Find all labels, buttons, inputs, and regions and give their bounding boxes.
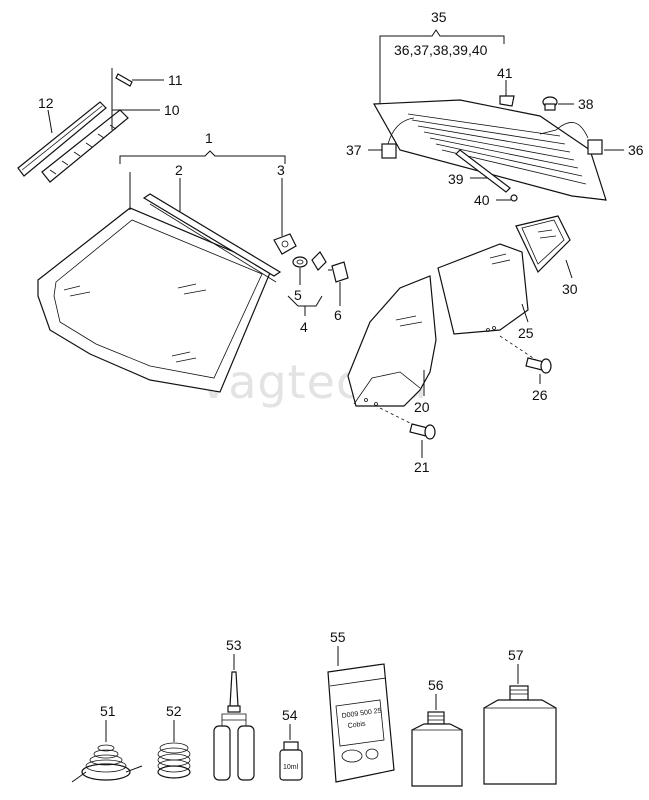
coil-52 bbox=[157, 742, 191, 779]
label-1: 1 bbox=[205, 130, 213, 146]
label-52: 52 bbox=[166, 703, 182, 719]
sensor-piece bbox=[311, 251, 327, 271]
label-57: 57 bbox=[508, 647, 524, 663]
label-53: 53 bbox=[226, 637, 242, 653]
label-4: 4 bbox=[300, 319, 308, 335]
clip-41 bbox=[499, 95, 515, 107]
cartridge-53 bbox=[213, 671, 255, 781]
bag-55: D009 500 25 Cobis bbox=[327, 663, 395, 783]
label-38: 38 bbox=[578, 96, 594, 112]
clip-3 bbox=[273, 233, 297, 255]
connector-37 bbox=[381, 117, 415, 159]
sealing-cord-51 bbox=[71, 744, 143, 783]
label-55: 55 bbox=[330, 629, 346, 645]
label-6: 6 bbox=[334, 307, 342, 323]
canister-56 bbox=[411, 711, 463, 787]
label-40: 40 bbox=[474, 192, 490, 208]
label-51: 51 bbox=[100, 703, 116, 719]
label-2: 2 bbox=[175, 162, 183, 178]
rear-window bbox=[372, 99, 607, 201]
channel-10 bbox=[41, 109, 129, 183]
label-11: 11 bbox=[168, 72, 183, 88]
connector-6 bbox=[328, 261, 349, 283]
ring-5 bbox=[292, 256, 308, 268]
windshield bbox=[37, 207, 273, 393]
label-21: 21 bbox=[414, 459, 430, 475]
seal-strip-2 bbox=[142, 193, 282, 283]
label-37: 37 bbox=[346, 142, 362, 158]
label-39: 39 bbox=[448, 171, 464, 187]
trim-strip-12 bbox=[17, 101, 107, 177]
label-35-subparts: 36,37,38,39,40 bbox=[394, 42, 488, 58]
label-30: 30 bbox=[562, 281, 578, 297]
label-54: 54 bbox=[282, 707, 298, 723]
label-3: 3 bbox=[277, 162, 285, 178]
label-26: 26 bbox=[532, 387, 548, 403]
door-window-25 bbox=[437, 243, 529, 335]
grommet-38 bbox=[542, 96, 558, 111]
label-36: 36 bbox=[628, 142, 644, 158]
connector-36 bbox=[539, 122, 603, 155]
label-12: 12 bbox=[38, 95, 54, 111]
label-25: 25 bbox=[518, 325, 534, 341]
label-20: 20 bbox=[414, 399, 430, 415]
quarter-window-30 bbox=[515, 215, 571, 274]
strip-39 bbox=[455, 149, 511, 193]
label-10: 10 bbox=[164, 102, 180, 118]
bolt-21 bbox=[409, 423, 436, 440]
label-35: 35 bbox=[431, 9, 447, 25]
pin-11 bbox=[111, 68, 133, 130]
bag-name-text: Cobis bbox=[347, 720, 366, 729]
bottle-volume-text: 10ml bbox=[283, 764, 299, 771]
label-5: 5 bbox=[294, 287, 302, 303]
clip-40 bbox=[510, 194, 518, 202]
door-window-20 bbox=[347, 275, 437, 407]
label-41: 41 bbox=[497, 65, 513, 81]
label-56: 56 bbox=[428, 677, 444, 693]
bolt-26 bbox=[525, 357, 552, 374]
bottle-54: 10ml bbox=[279, 741, 303, 781]
canister-57 bbox=[483, 685, 557, 785]
